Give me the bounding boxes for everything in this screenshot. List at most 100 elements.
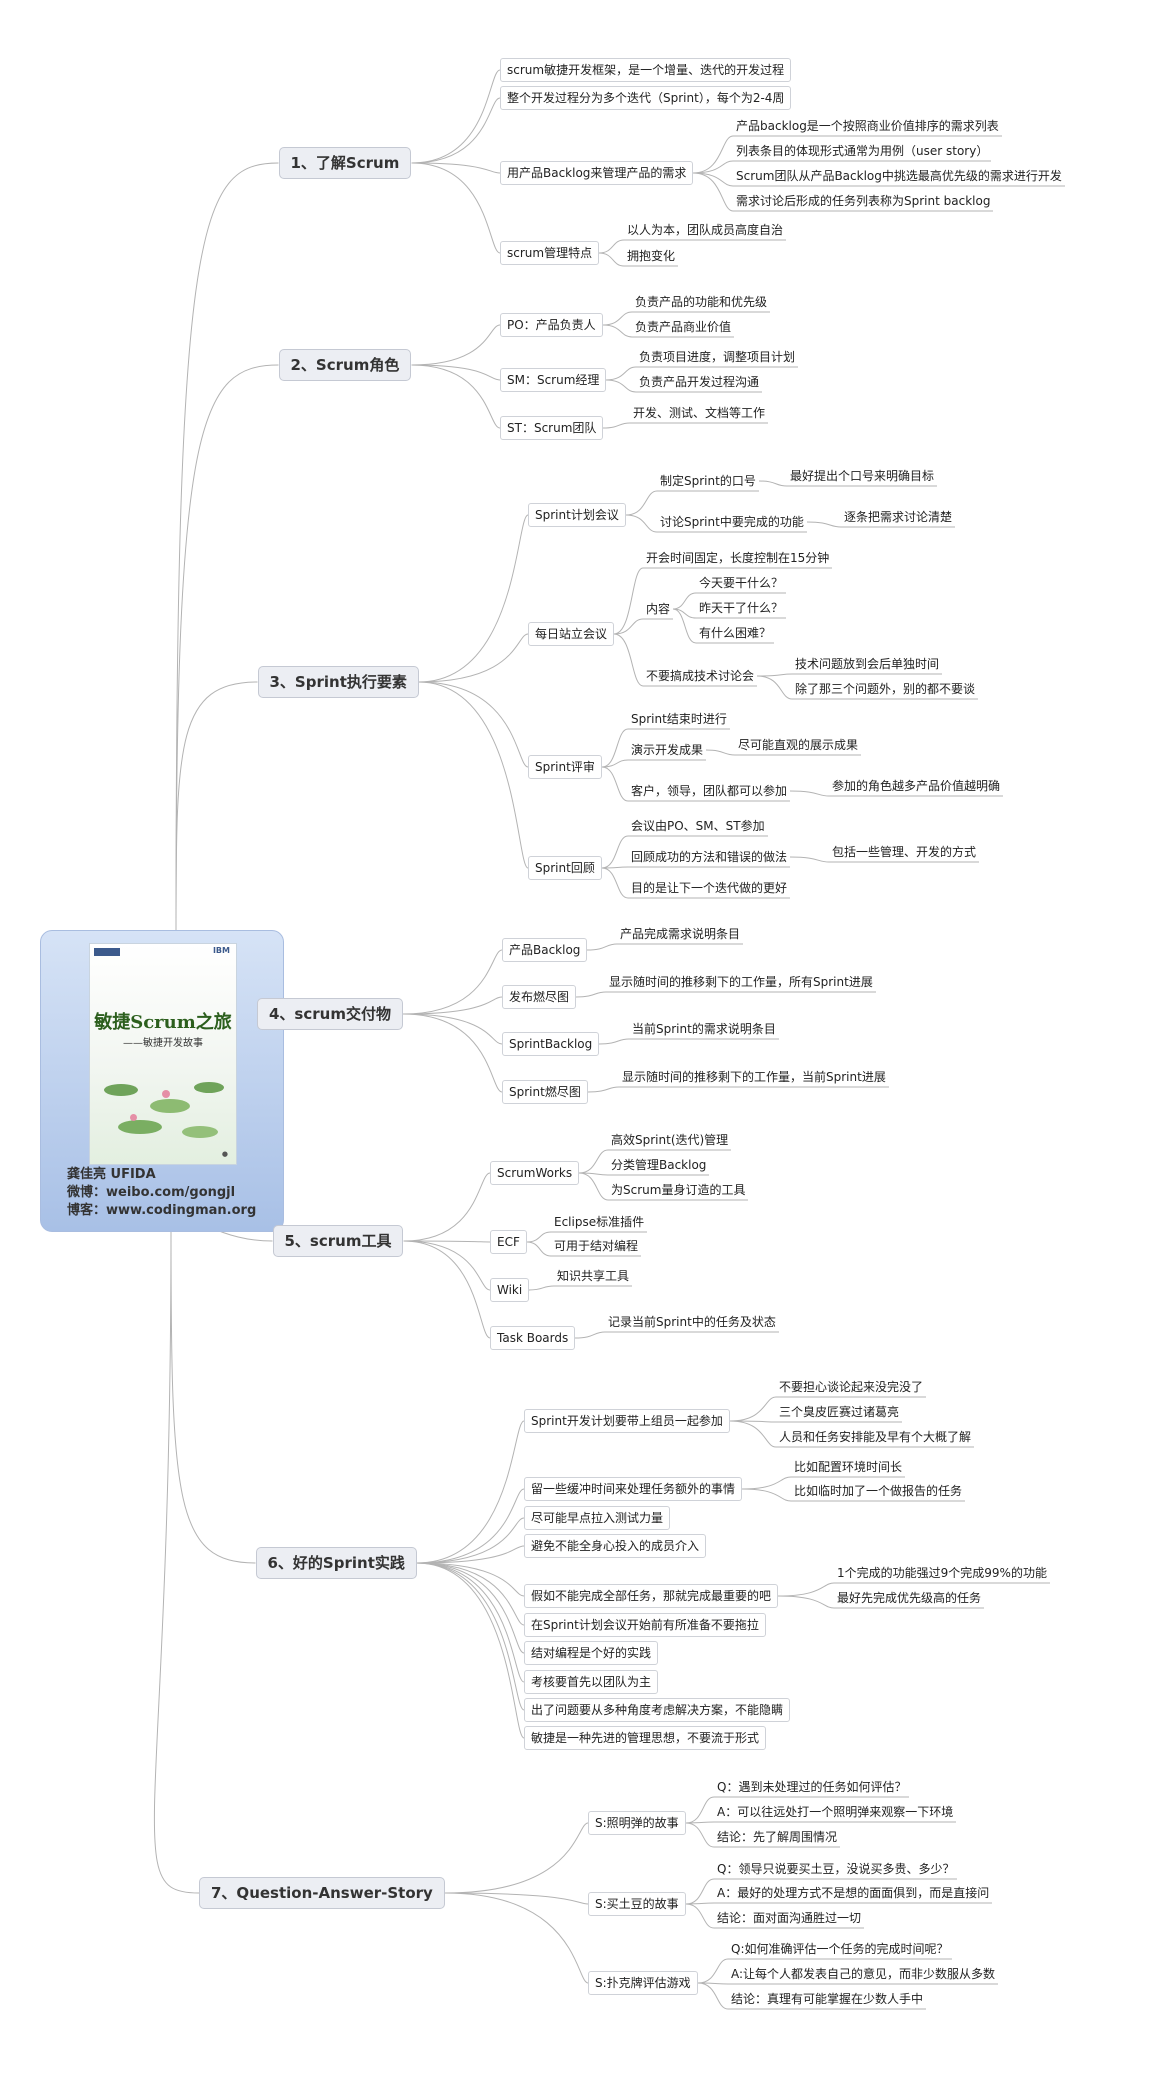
detail-3-label[interactable]: 今天要干什么？ bbox=[699, 576, 784, 590]
detail-7-q[interactable]: Q:如何准确评估一个任务的完成时间呢？ bbox=[731, 1942, 949, 1956]
detail-2-label[interactable]: 负责产品开发过程沟通 bbox=[639, 375, 760, 389]
main-topic-5[interactable]: 5、scrum工具 bbox=[272, 1225, 404, 1257]
subtopic-6-label[interactable]: 尽可能早点拉入测试力量 bbox=[524, 1506, 671, 1530]
detail-3-label[interactable]: 除了那三个问题外，别的都不要谈 bbox=[795, 682, 976, 696]
detail-3-label[interactable]: 目的是让下一个迭代做的更好 bbox=[631, 881, 788, 895]
subtopic-1-backlog[interactable]: 用产品Backlog来管理产品的需求 bbox=[500, 161, 694, 185]
subtopic-1-sprint[interactable]: 整个开发过程分为多个迭代（Sprint），每个为2-4周 bbox=[500, 86, 792, 110]
detail-3-sprint[interactable]: Sprint结束时进行 bbox=[631, 712, 727, 726]
subtopic-7-s[interactable]: S:照明弹的故事 bbox=[588, 1811, 686, 1835]
detail-2-label[interactable]: 负责产品商业价值 bbox=[635, 320, 732, 334]
detail-6-label[interactable]: 1个完成的功能强过9个完成99%的功能 bbox=[837, 1566, 1047, 1580]
subtopic-5-wiki[interactable]: Wiki bbox=[490, 1278, 530, 1302]
detail-7-label[interactable]: 结论：真理有可能掌握在少数人手中 bbox=[731, 1992, 924, 2006]
subtopic-1-scrum[interactable]: scrum敏捷开发框架，是一个增量、迭代的开发过程 bbox=[500, 58, 792, 82]
detail-5-scrum[interactable]: 为Scrum量身订造的工具 bbox=[611, 1183, 746, 1197]
detail-2-label[interactable]: 负责项目进度，调整项目计划 bbox=[639, 350, 796, 364]
detail-1-sprint-backlog[interactable]: 需求讨论后形成的任务列表称为Sprint backlog bbox=[736, 194, 991, 208]
detail-3-sprint[interactable]: 讨论Sprint中要完成的功能 bbox=[660, 515, 804, 529]
detail-3-label[interactable]: 开会时间固定，长度控制在15分钟 bbox=[646, 551, 830, 565]
detail-1-label[interactable]: 拥抱变化 bbox=[627, 249, 676, 263]
subtopic-3-sprint[interactable]: Sprint评审 bbox=[528, 755, 602, 779]
detail-3-label[interactable]: 包括一些管理、开发的方式 bbox=[832, 845, 977, 859]
main-topic-4[interactable]: 4、scrum交付物 bbox=[257, 998, 403, 1030]
detail-5-label[interactable]: 可用于结对编程 bbox=[554, 1239, 639, 1253]
detail-4-sprint[interactable]: 显示随时间的推移剩下的工作量，所有Sprint进展 bbox=[609, 975, 873, 989]
detail-1-user-story[interactable]: 列表条目的体现形式通常为用例（user story） bbox=[736, 144, 989, 158]
detail-7-a[interactable]: A：可以往远处打一个照明弹来观察一下环境 bbox=[717, 1805, 954, 1819]
detail-3-label[interactable]: 尽可能直观的展示成果 bbox=[738, 738, 859, 752]
subtopic-6-label[interactable]: 敏捷是一种先进的管理思想，不要流于形式 bbox=[524, 1726, 767, 1750]
main-topic-6[interactable]: 6、好的Sprint实践 bbox=[255, 1547, 417, 1579]
subtopic-5-scrumworks[interactable]: ScrumWorks bbox=[490, 1161, 580, 1185]
detail-3-po-sm-st[interactable]: 会议由PO、SM、ST参加 bbox=[631, 819, 765, 833]
subtopic-2-st-scrum[interactable]: ST：Scrum团队 bbox=[500, 416, 604, 440]
subtopic-5-task-boards[interactable]: Task Boards bbox=[490, 1326, 576, 1350]
detail-6-label[interactable]: 三个臭皮匠赛过诸葛亮 bbox=[779, 1405, 900, 1419]
main-topic-2[interactable]: 2、Scrum角色 bbox=[278, 349, 412, 381]
detail-7-q[interactable]: Q：领导只说要买土豆，没说买多贵、多少？ bbox=[717, 1862, 955, 1876]
detail-4-label[interactable]: 产品完成需求说明条目 bbox=[620, 927, 741, 941]
subtopic-6-label[interactable]: 出了问题要从多种角度考虑解决方案，不能隐瞒 bbox=[524, 1698, 791, 1722]
detail-3-label[interactable]: 参加的角色越多产品价值越明确 bbox=[832, 779, 1001, 793]
subtopic-6-label[interactable]: 考核要首先以团队为主 bbox=[524, 1670, 659, 1694]
detail-6-label[interactable]: 人员和任务安排能及早有个大概了解 bbox=[779, 1430, 972, 1444]
detail-7-a[interactable]: A:让每个人都发表自己的意见，而非少数服从多数 bbox=[731, 1967, 996, 1981]
detail-2-label[interactable]: 开发、测试、文档等工作 bbox=[633, 406, 766, 420]
detail-6-label[interactable]: 比如配置环境时间长 bbox=[794, 1460, 903, 1474]
subtopic-4-sprint[interactable]: Sprint燃尽图 bbox=[502, 1080, 588, 1104]
subtopic-2-po[interactable]: PO：产品负责人 bbox=[500, 313, 603, 337]
detail-3-label[interactable]: 逐条把需求讨论清楚 bbox=[844, 510, 953, 524]
subtopic-3-sprint[interactable]: Sprint计划会议 bbox=[528, 503, 626, 527]
detail-3-label[interactable]: 演示开发成果 bbox=[631, 743, 704, 757]
detail-7-label[interactable]: 结论：先了解周围情况 bbox=[717, 1830, 838, 1844]
detail-3-label[interactable]: 最好提出个口号来明确目标 bbox=[790, 469, 935, 483]
subtopic-7-s[interactable]: S:买土豆的故事 bbox=[588, 1892, 686, 1916]
subtopic-5-ecf[interactable]: ECF bbox=[490, 1230, 527, 1254]
detail-3-label[interactable]: 有什么困难？ bbox=[699, 626, 772, 640]
detail-7-a[interactable]: A：最好的处理方式不是想的面面俱到，而是直接问 bbox=[717, 1886, 990, 1900]
subtopic-6-label[interactable]: 结对编程是个好的实践 bbox=[524, 1641, 659, 1665]
detail-3-label[interactable]: 昨天干了什么？ bbox=[699, 601, 784, 615]
detail-3-label[interactable]: 不要搞成技术讨论会 bbox=[646, 669, 755, 683]
detail-3-label[interactable]: 客户，领导，团队都可以参加 bbox=[631, 784, 788, 798]
detail-1-label[interactable]: 以人为本，团队成员高度自治 bbox=[627, 223, 784, 237]
detail-5-sprint[interactable]: 记录当前Sprint中的任务及状态 bbox=[608, 1315, 776, 1329]
detail-3-label[interactable]: 回顾成功的方法和错误的做法 bbox=[631, 850, 788, 864]
detail-5-sprint[interactable]: 高效Sprint(迭代)管理 bbox=[611, 1133, 729, 1147]
subtopic-7-s[interactable]: S:扑克牌评估游戏 bbox=[588, 1971, 698, 1995]
detail-4-sprint[interactable]: 显示随时间的推移剩下的工作量，当前Sprint进展 bbox=[622, 1070, 886, 1084]
central-topic[interactable]: IBM 敏捷Scrum之旅 ——敏捷开发故事 ● 龚佳亮 UFIDA 微博：we… bbox=[40, 930, 284, 1232]
subtopic-1-scrum[interactable]: scrum管理特点 bbox=[500, 241, 600, 265]
subtopic-6-label[interactable]: 假如不能完成全部任务，那就完成最重要的吧 bbox=[524, 1584, 779, 1608]
detail-6-label[interactable]: 最好先完成优先级高的任务 bbox=[837, 1591, 982, 1605]
detail-7-q[interactable]: Q：遇到未处理过的任务如何评估？ bbox=[717, 1780, 907, 1794]
subtopic-4-label[interactable]: 发布燃尽图 bbox=[502, 985, 577, 1009]
detail-6-label[interactable]: 不要担心谈论起来没完没了 bbox=[779, 1380, 924, 1394]
subtopic-6-label[interactable]: 留一些缓冲时间来处理任务额外的事情 bbox=[524, 1477, 743, 1501]
detail-3-label[interactable]: 技术问题放到会后单独时间 bbox=[795, 657, 940, 671]
main-topic-3[interactable]: 3、Sprint执行要素 bbox=[257, 666, 419, 698]
subtopic-2-sm-scrum[interactable]: SM：Scrum经理 bbox=[500, 368, 607, 392]
detail-7-label[interactable]: 结论：面对面沟通胜过一切 bbox=[717, 1911, 862, 1925]
subtopic-4-sprintbacklog[interactable]: SprintBacklog bbox=[502, 1032, 600, 1056]
detail-1-backlog[interactable]: 产品backlog是一个按照商业价值排序的需求列表 bbox=[736, 119, 999, 133]
detail-3-sprint[interactable]: 制定Sprint的口号 bbox=[660, 474, 756, 488]
subtopic-3-label[interactable]: 每日站立会议 bbox=[528, 622, 615, 646]
subtopic-6-sprint[interactable]: 在Sprint计划会议开始前有所准备不要拖拉 bbox=[524, 1613, 766, 1637]
subtopic-3-sprint[interactable]: Sprint回顾 bbox=[528, 856, 602, 880]
detail-1-scrum-backlog[interactable]: Scrum团队从产品Backlog中挑选最高优先级的需求进行开发 bbox=[736, 169, 1062, 183]
detail-4-sprint[interactable]: 当前Sprint的需求说明条目 bbox=[632, 1022, 776, 1036]
main-topic-1[interactable]: 1、了解Scrum bbox=[278, 147, 412, 179]
detail-3-label[interactable]: 内容 bbox=[646, 602, 671, 616]
subtopic-4-backlog[interactable]: 产品Backlog bbox=[502, 938, 588, 962]
detail-5-label[interactable]: 知识共享工具 bbox=[557, 1269, 630, 1283]
subtopic-6-label[interactable]: 避免不能全身心投入的成员介入 bbox=[524, 1534, 707, 1558]
detail-2-label[interactable]: 负责产品的功能和优先级 bbox=[635, 295, 768, 309]
detail-6-label[interactable]: 比如临时加了一个做报告的任务 bbox=[794, 1484, 963, 1498]
main-topic-7[interactable]: 7、Question-Answer-Story bbox=[199, 1877, 445, 1909]
connector-line bbox=[586, 943, 618, 951]
subtopic-6-sprint[interactable]: Sprint开发计划要带上组员一起参加 bbox=[524, 1409, 730, 1433]
detail-5-backlog[interactable]: 分类管理Backlog bbox=[611, 1158, 707, 1172]
detail-5-eclipse[interactable]: Eclipse标准插件 bbox=[554, 1215, 645, 1229]
